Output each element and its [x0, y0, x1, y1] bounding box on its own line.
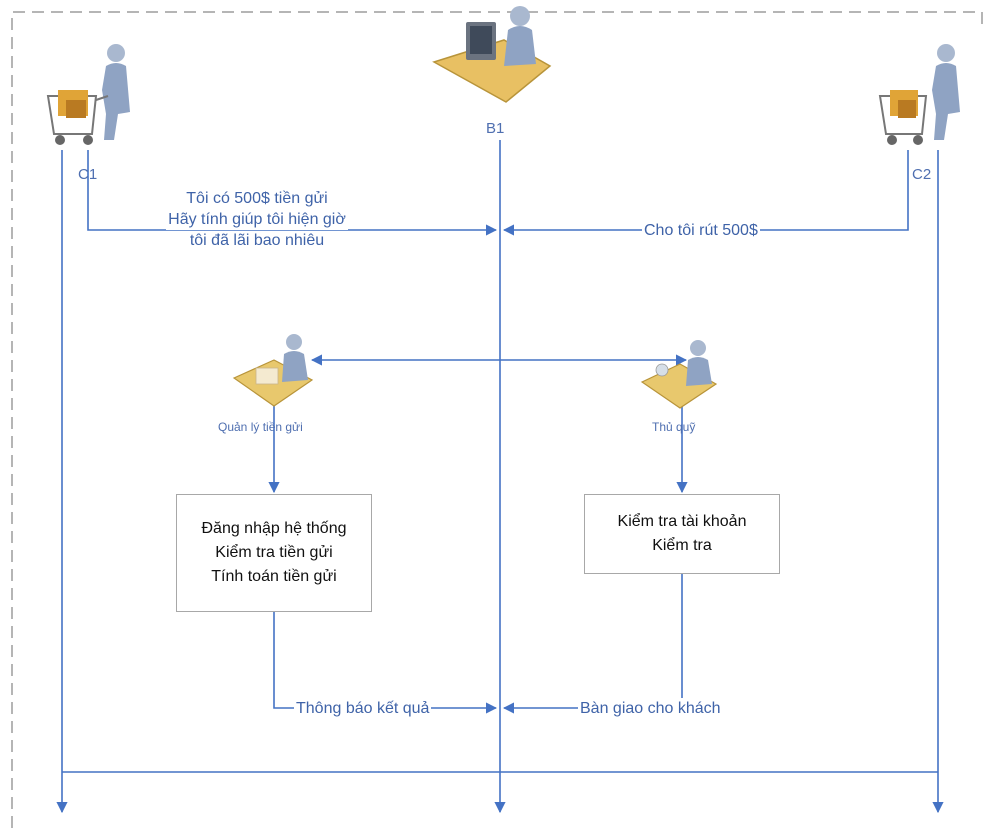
message-handover: Bàn giao cho khách: [578, 698, 723, 719]
cashier-task-check-account: Kiểm tra tài khoản: [617, 513, 747, 530]
message-c1-to-b1: Tôi có 500$ tiền gửi Hãy tính giúp tôi h…: [140, 188, 374, 251]
b1-person-at-computer-desk-icon: [432, 6, 552, 103]
cashier-person-at-desk-icon: [640, 340, 718, 409]
deposit-manager-person-at-desk-icon: [232, 334, 314, 407]
message-c1-line-3: tôi đã lãi bao nhiêu: [189, 232, 325, 249]
message-notify-result: Thông báo kết quả: [294, 698, 432, 719]
c1-shopping-cart-person-icon: [46, 44, 130, 145]
cashier-tasks-box: Kiểm tra tài khoản Kiểm tra: [584, 494, 780, 574]
cashier-task-check: Kiểm tra: [652, 537, 712, 554]
cashier-label: Thủ quỹ: [652, 420, 696, 434]
dashed-frame: [11, 11, 983, 828]
c2-shopping-cart-person-icon: [878, 44, 960, 145]
arrow-handover: [502, 574, 683, 714]
message-c1-line-1: Tôi có 500$ tiền gửi: [186, 190, 328, 207]
c2-label: C2: [912, 166, 932, 183]
manager-task-check-deposit: Kiểm tra tiền gửi: [215, 544, 333, 561]
b1-label: B1: [486, 120, 505, 137]
arrow-c1-to-b1: [87, 150, 498, 236]
manager-task-login: Đăng nhập hệ thống: [201, 520, 347, 537]
c1-label: C1: [78, 166, 98, 183]
arrow-notify-result: [273, 612, 498, 714]
arrow-c2-to-b1: [502, 150, 909, 236]
message-c2-to-b1: Cho tôi rút 500$: [642, 220, 760, 241]
manager-task-calculate-deposit: Tính toán tiền gửi: [211, 568, 337, 585]
message-c1-line-2: Hãy tính giúp tôi hiện giờ: [166, 209, 348, 230]
deposit-manager-label: Quản lý tiền gửi: [218, 420, 303, 434]
manager-tasks-box: Đăng nhập hệ thống Kiểm tra tiền gửi Tín…: [176, 494, 372, 612]
